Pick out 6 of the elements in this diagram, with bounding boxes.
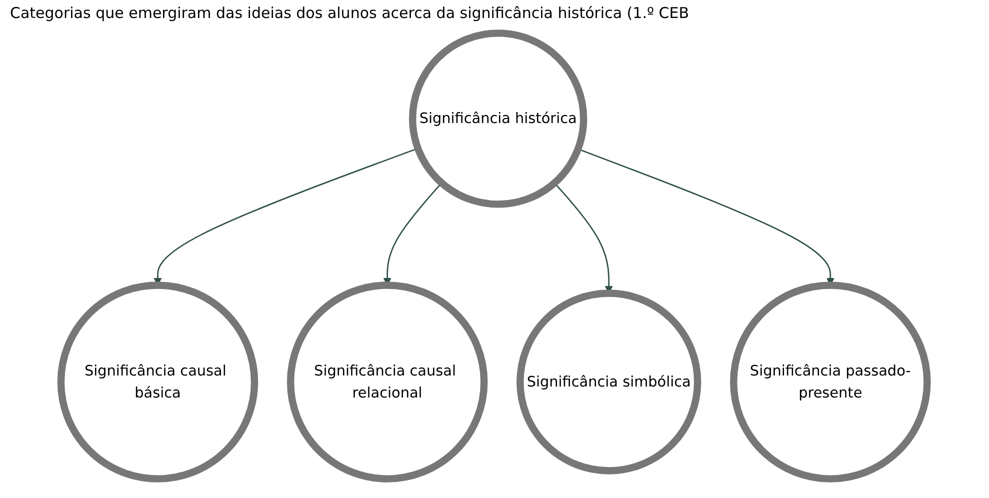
- figure-title: Categorias que emergiram das ideias dos alunos acerca da significância histórica (1.º CEB: [9, 3, 690, 24]
- node-circle: Significância histórica: [409, 30, 588, 208]
- node-circle: Significância causal básica: [58, 282, 259, 482]
- node-circle: Significância simbólica: [516, 290, 702, 474]
- node-circle: Significância causal relacional: [287, 282, 488, 482]
- node-circle: Significância passado-presente: [730, 282, 932, 482]
